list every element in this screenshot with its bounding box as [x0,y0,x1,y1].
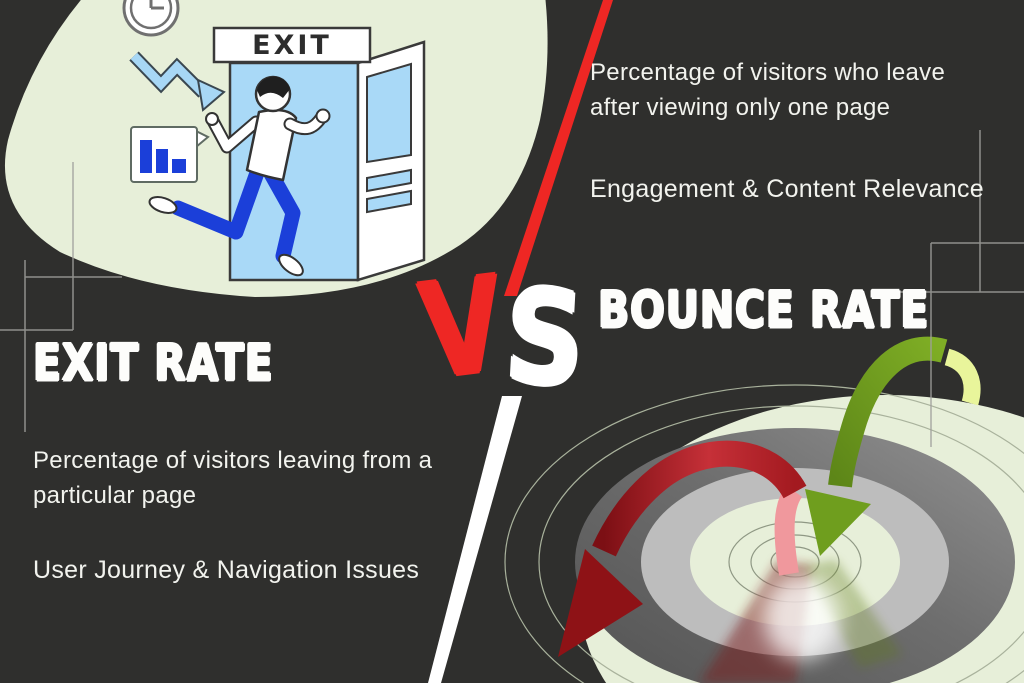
green-arrow-head [805,489,871,556]
exit-rate-secondary: User Journey & Navigation Issues [33,556,420,584]
back-hand [205,112,219,126]
exit-sign-label: EXIT [252,30,332,61]
bounce-desc-line-1: Percentage of visitors who leave [590,59,946,86]
bounce-rate-description: Percentage of visitors who leave after v… [590,55,945,125]
back-leg [170,162,266,240]
exit-sign: EXIT [212,26,372,64]
clock-icon [122,0,180,37]
hair [257,76,290,98]
front-shoe [278,253,304,277]
decor-lines-left [0,162,122,432]
bar-2 [156,149,168,173]
red-arrow-band [592,440,807,557]
exit-desc-line-1: Percentage of visitors leaving from a [33,447,433,474]
open-door [356,40,426,282]
back-arm [208,116,261,152]
declining-zigzag-arrow-icon [129,51,226,112]
green-landing-arrow [805,336,981,556]
red-diagonal-line [504,0,613,296]
red-bounce-arrow [558,440,807,657]
front-hand [315,108,331,124]
green-arrow-band [828,336,948,488]
white-diagonal-line [428,396,522,683]
target-ring [538,405,1024,683]
back-shoe [148,196,178,214]
bounce-rate-secondary: Engagement & Content Relevance [590,175,984,203]
bar-3 [172,159,186,173]
bounce-desc-line-2: after viewing only one page [590,94,891,121]
red-arrow-inner-face [774,485,803,576]
bar-1 [140,140,152,173]
bounce-rate-title: BOUNCE RATE [598,281,930,339]
exit-rate-description: Percentage of visitors leaving from a pa… [33,443,432,513]
decor-lines-right [883,130,1024,447]
center-glow [764,576,840,660]
front-leg [262,164,301,264]
versus-s: S [501,260,589,416]
exit-desc-line-2: particular page [33,482,197,509]
exit-illustration: EXIT [122,0,426,282]
bar-chart-icon [130,126,210,183]
red-arrow-head [558,549,643,657]
target-outer-ring [504,384,1024,683]
green-arrow-inner-face [944,348,981,406]
exit-rate-title: EXIT RATE [33,334,274,392]
running-person [148,75,331,277]
